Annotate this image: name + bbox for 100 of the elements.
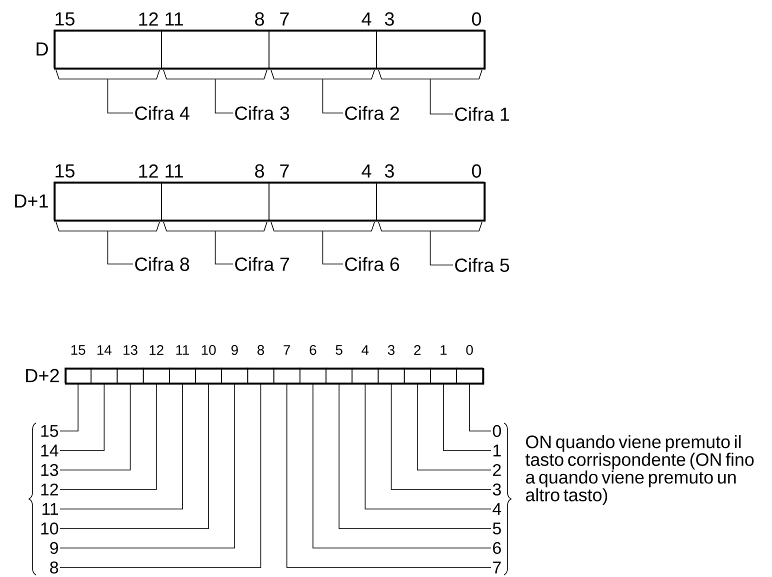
bit-label: 9 [50,542,58,554]
cell [430,368,457,384]
bit-number: 3 [384,164,394,178]
leader-line [312,383,492,548]
bit-label: 5 [492,522,501,534]
cell [195,368,222,384]
cell [161,182,270,220]
cell [247,368,274,384]
bit-number: 8 [258,345,264,355]
cell [268,30,377,68]
leader-line [364,383,492,510]
bit-label: 12 [41,484,58,496]
leader-line [430,231,454,266]
bit-number: 4 [362,12,372,26]
bit-number: 0 [466,345,473,355]
cell [54,182,162,220]
bit-number: 11 [176,345,190,355]
leader-line [60,383,183,510]
bit-label: 1 [494,444,501,456]
bit-number: 5 [336,345,342,355]
bit-number: 12 [139,164,158,178]
bit-number: 1 [440,345,447,355]
bit-label: 8 [50,562,58,574]
leader-line [338,383,492,529]
register-label: D+1 [15,194,48,208]
bit-label: 6 [493,542,501,554]
bit-label: Cifra 2 [345,106,399,120]
bit-number: 7 [280,164,289,178]
leader-line [443,383,492,451]
bit-number: 11 [166,164,183,178]
leader-line [390,383,492,490]
leader-line [214,231,234,264]
cell [54,30,162,68]
bit-number: 11 [166,12,183,26]
cell [142,368,170,384]
cell [169,368,196,384]
bit-number: 7 [280,12,289,26]
bit-label: Cifra 4 [135,106,190,120]
bit-number: 6 [310,345,316,355]
cell [90,368,118,384]
cell [268,182,377,220]
cell [300,368,326,384]
leader-line [322,231,344,264]
bit-number: 12 [139,12,158,26]
bit-label: 13 [41,464,58,476]
bit-number: 9 [231,345,238,355]
leader-line [286,383,492,568]
leader-line [107,231,134,264]
cell [326,368,352,384]
bit-label: 0 [492,425,501,437]
bit-label: 2 [493,464,501,476]
bit-number: 3 [388,345,395,355]
bit-label: Cifra 6 [345,257,400,271]
cell [161,30,270,68]
cell [273,368,300,384]
bit-label: 15 [41,425,58,437]
leader-line [60,383,209,529]
leader-line [322,79,344,114]
bit-label: Cifra 5 [455,258,510,272]
cell [404,368,431,384]
bit-number: 8 [255,164,264,178]
bit-number: 13 [124,345,138,355]
bit-number: 8 [255,12,264,26]
leader-line [60,383,236,548]
leader-line [107,79,134,114]
leader-line [416,383,492,470]
bit-label: Cifra 1 [455,107,509,121]
leader-line [60,383,262,568]
register-label: D+2 [26,368,59,382]
cell [116,368,144,384]
cell [221,368,248,384]
bit-label: 10 [41,522,58,534]
bit-number: 4 [362,164,372,178]
leader-line [60,383,78,432]
bit-label: 3 [492,484,501,496]
register-label: D [36,42,48,56]
leader-line [214,79,234,114]
bit-label: 11 [42,503,58,515]
leader-line [469,383,492,432]
cell [376,30,484,68]
note: ON quando viene premuto il tasto corrispondente (ON fino a quando viene premuto un altro tasto) [525,435,754,505]
bit-number: 10 [202,345,216,355]
bit-number: 15 [71,345,86,355]
bit-label: 4 [492,503,502,515]
cell [376,182,484,220]
leader-line [60,383,105,451]
bit-label: 7 [493,562,501,574]
cell [378,368,405,384]
bit-label: 14 [41,444,58,456]
bit-number: 3 [384,12,394,26]
leader-line [430,79,454,114]
bit-number: 7 [284,345,290,355]
cell [64,368,92,384]
bit-label: Cifra 7 [235,257,289,271]
bit-label: Cifra 3 [235,106,290,120]
cell [456,368,483,384]
leader-line [60,383,157,490]
bit-number: 12 [150,345,164,355]
bit-number: 2 [414,345,421,355]
bit-number: 4 [362,345,369,355]
